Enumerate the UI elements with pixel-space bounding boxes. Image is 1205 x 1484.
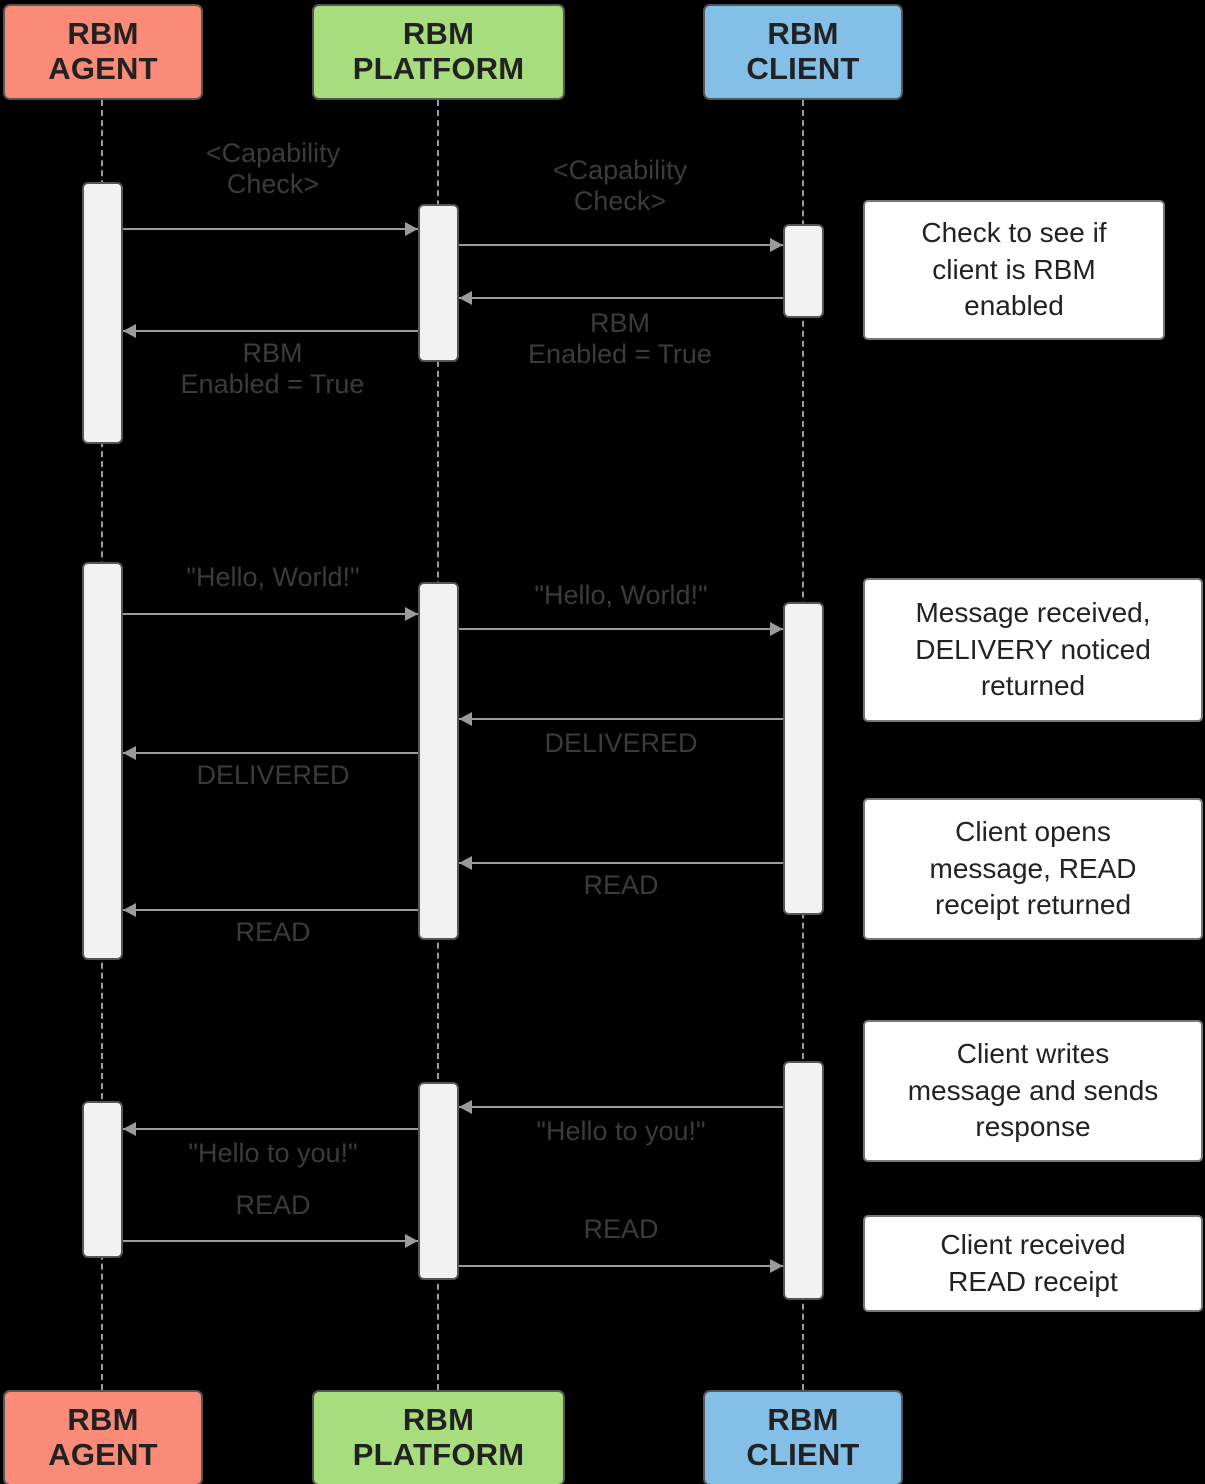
platform-activation-2 xyxy=(418,582,459,940)
message-hello-world-agent-to-platform-line xyxy=(123,613,418,615)
message-read-agent-to-platform-arrowhead xyxy=(405,1234,418,1248)
client-activation-1 xyxy=(783,224,824,318)
note-capability-check: Check to see if client is RBM enabled xyxy=(863,200,1165,340)
message-hello-to-you-client-to-platform-label: "Hello to you!" xyxy=(536,1116,706,1146)
message-delivered-client-to-platform-label: DELIVERED xyxy=(544,728,698,758)
message-hello-to-you-client-to-platform-line xyxy=(459,1106,783,1108)
message-read-platform-to-agent-arrowhead xyxy=(123,903,136,917)
message-capability-check-platform-to-client-line xyxy=(459,244,783,246)
message-delivered-client-to-platform-arrowhead xyxy=(459,712,472,726)
platform-activation-1 xyxy=(418,204,459,362)
message-read-client-to-platform-arrowhead xyxy=(459,856,472,870)
message-delivered-platform-to-agent-arrowhead xyxy=(123,746,136,760)
message-capability-check-agent-to-platform-line xyxy=(123,228,418,230)
note-client-opens-message: Client opens message, READ receipt retur… xyxy=(863,798,1203,940)
participant-header-agent-line2: AGENT xyxy=(48,51,158,86)
message-hello-to-you-client-to-platform-arrowhead xyxy=(459,1100,472,1114)
message-delivered-platform-to-agent-label: DELIVERED xyxy=(196,760,350,790)
message-hello-world-platform-to-client-line xyxy=(459,628,783,630)
participant-footer-client-line2: CLIENT xyxy=(746,1437,860,1472)
participant-header-agent-line1: RBM xyxy=(67,16,139,52)
message-rbm-enabled-client-to-platform-line xyxy=(459,297,783,299)
message-hello-world-platform-to-client-label: "Hello, World!" xyxy=(534,580,708,610)
client-activation-3 xyxy=(783,1061,824,1300)
platform-activation-3 xyxy=(418,1082,459,1280)
message-hello-to-you-platform-to-agent-line xyxy=(123,1128,418,1130)
participant-header-platform-line2: PLATFORM xyxy=(352,51,525,86)
message-read-agent-to-platform-label: READ xyxy=(235,1190,311,1220)
message-delivered-client-to-platform-line xyxy=(459,718,783,720)
message-read-platform-to-client-label: READ xyxy=(583,1214,659,1244)
message-capability-check-agent-to-platform-label: <Capability Check> xyxy=(205,138,341,200)
message-rbm-enabled-platform-to-agent-arrowhead xyxy=(123,324,136,338)
message-capability-check-platform-to-client-arrowhead xyxy=(770,238,783,252)
message-capability-check-platform-to-client-label: <Capability Check> xyxy=(552,155,688,217)
participant-header-platform-line1: RBM xyxy=(402,16,475,52)
message-read-platform-to-agent-line xyxy=(123,909,418,911)
participant-footer-client-line1: RBM xyxy=(767,1402,839,1438)
agent-activation-1 xyxy=(82,182,123,444)
message-hello-world-platform-to-client-arrowhead xyxy=(770,622,783,636)
message-read-client-to-platform-label: READ xyxy=(583,870,659,900)
message-read-client-to-platform-line xyxy=(459,862,783,864)
note-client-received-read: Client received READ receipt xyxy=(863,1215,1203,1312)
participant-footer-agent-line1: RBM xyxy=(67,1402,139,1438)
message-read-platform-to-agent-label: READ xyxy=(235,917,311,947)
message-rbm-enabled-client-to-platform-arrowhead xyxy=(459,291,472,305)
note-message-received: Message received, DELIVERY noticed retur… xyxy=(863,578,1203,722)
message-rbm-enabled-client-to-platform-label: RBM Enabled = True xyxy=(528,308,712,370)
message-capability-check-agent-to-platform-arrowhead xyxy=(405,222,418,236)
client-activation-2 xyxy=(783,602,824,915)
participant-header-client-line2: CLIENT xyxy=(746,51,860,86)
message-hello-to-you-platform-to-agent-arrowhead xyxy=(123,1122,136,1136)
message-rbm-enabled-platform-to-agent-label: RBM Enabled = True xyxy=(180,338,365,400)
message-hello-world-agent-to-platform-label: "Hello, World!" xyxy=(186,562,360,592)
note-client-writes-message: Client writes message and sends response xyxy=(863,1020,1203,1162)
participant-header-client-line1: RBM xyxy=(767,16,839,52)
message-read-agent-to-platform-line xyxy=(123,1240,418,1242)
participant-footer-platform-line2: PLATFORM xyxy=(352,1437,525,1472)
participant-footer-platform-line1: RBM xyxy=(402,1402,475,1438)
participant-footer-agent-line2: AGENT xyxy=(48,1437,158,1472)
message-delivered-platform-to-agent-line xyxy=(123,752,418,754)
agent-activation-2 xyxy=(82,562,123,960)
message-rbm-enabled-platform-to-agent-line xyxy=(123,330,418,332)
message-read-platform-to-client-arrowhead xyxy=(770,1259,783,1273)
message-hello-to-you-platform-to-agent-label: "Hello to you!" xyxy=(188,1138,358,1168)
agent-activation-3 xyxy=(82,1101,123,1258)
message-read-platform-to-client-line xyxy=(459,1265,783,1267)
message-hello-world-agent-to-platform-arrowhead xyxy=(405,607,418,621)
